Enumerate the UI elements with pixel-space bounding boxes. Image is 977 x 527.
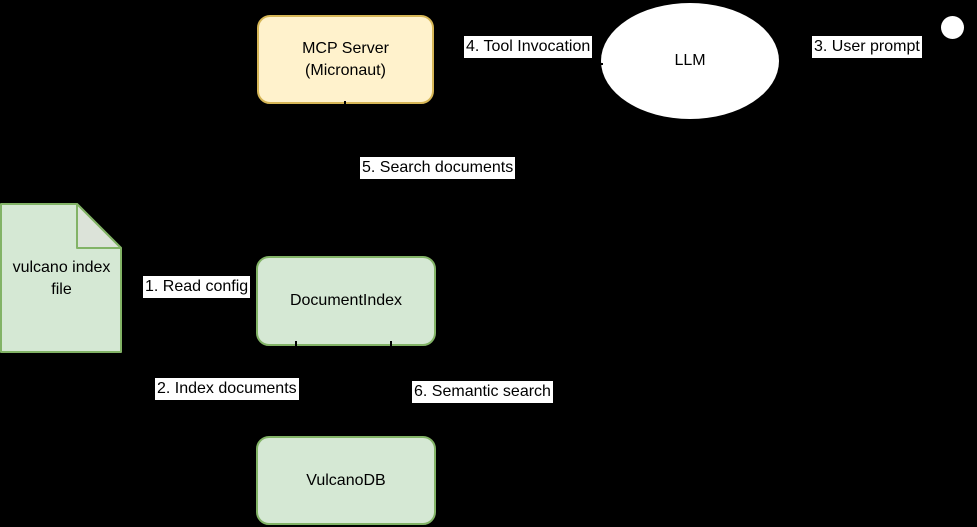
edge-label-tool-invocation: 4. Tool Invocation — [464, 36, 593, 58]
edge-label-user-prompt: 3. User prompt — [812, 36, 922, 58]
edge-label-semantic-search: 6. Semantic search — [412, 381, 553, 403]
edge-label-search-documents: 5. Search documents — [360, 157, 516, 179]
user-circle-icon — [941, 16, 964, 39]
vulcanodb-label: VulcanoDB — [306, 471, 386, 489]
vulcano-index-file-node: vulcano index file — [0, 203, 123, 354]
document-icon — [0, 203, 122, 353]
llm-node: LLM — [601, 3, 779, 119]
mcp-server-label: MCP Server (Micronaut) — [302, 39, 389, 79]
document-index-label: DocumentIndex — [289, 292, 403, 309]
vulcanodb-node: VulcanoDB — [256, 436, 436, 525]
vulcano-index-file-label: vulcano index file — [12, 258, 111, 298]
edge-label-index-documents: 2. Index documents — [155, 378, 299, 400]
llm-label: LLM — [674, 52, 706, 69]
mcp-server-node: MCP Server (Micronaut) — [257, 15, 434, 104]
edge-label-read-config: 1. Read config — [143, 276, 251, 298]
document-index-node: DocumentIndex — [256, 256, 436, 346]
